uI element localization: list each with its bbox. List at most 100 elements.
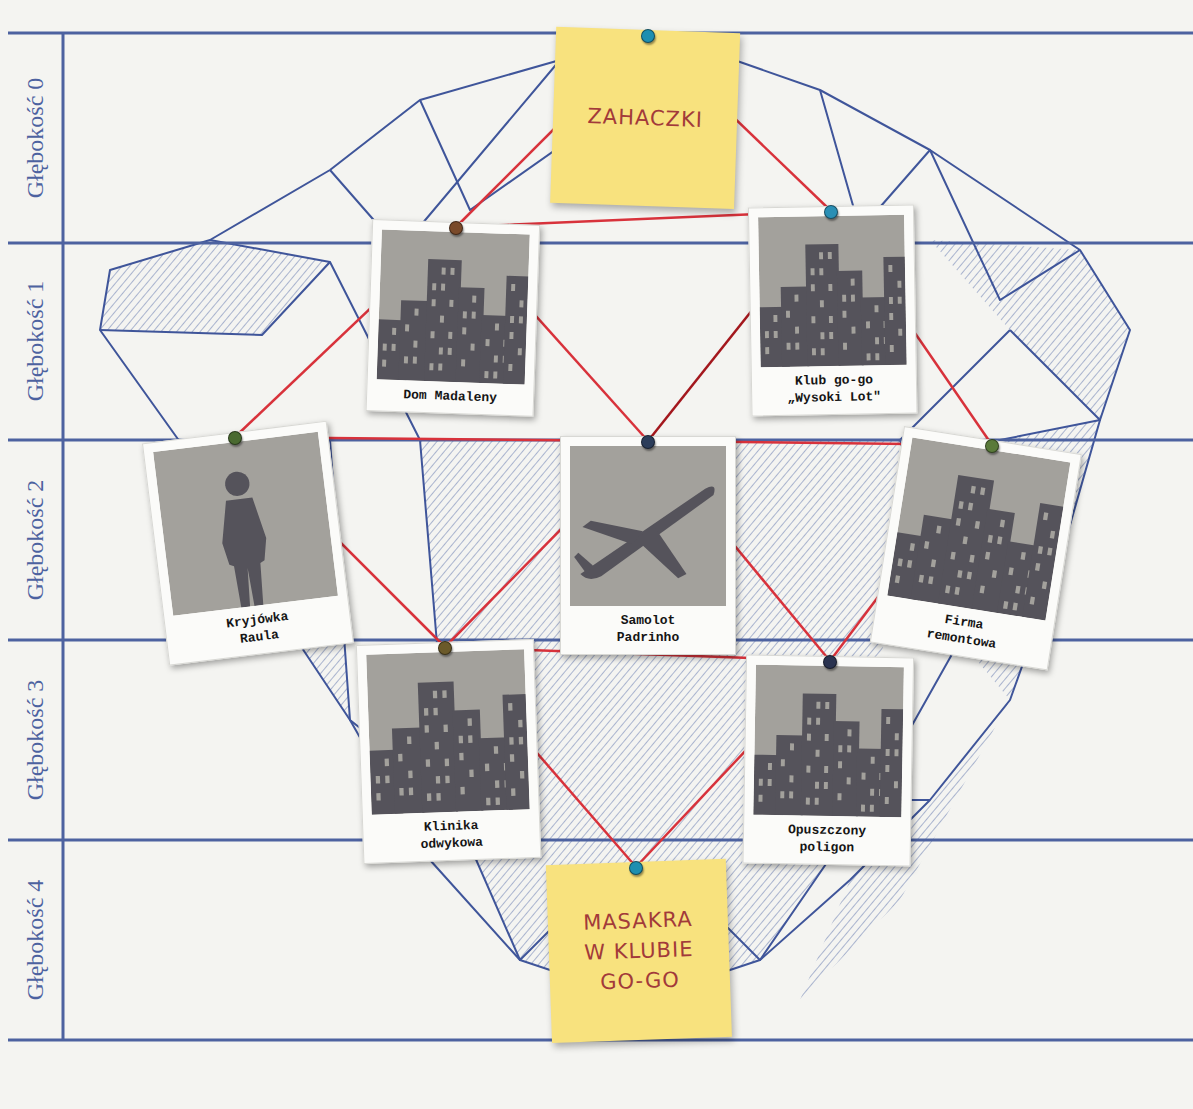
sketch-part (825, 702, 829, 709)
push-pin (985, 439, 999, 453)
push-pin (629, 861, 643, 875)
sketch-part (975, 521, 980, 529)
sketch-part (392, 328, 396, 335)
sketch-part (894, 749, 898, 756)
sketch-part (885, 765, 889, 772)
sketch-part (486, 798, 490, 806)
sketch-part (843, 343, 847, 350)
photo-card: Klub go-go „Wysoki Lot" (748, 206, 914, 415)
sketch-part (806, 766, 810, 773)
note-paper: ZAHACZKI (550, 27, 740, 209)
sketch-part (811, 268, 815, 275)
sketch-part (900, 330, 1100, 440)
push-pin (824, 205, 838, 219)
sketch-part (418, 682, 458, 813)
sketch-part (439, 347, 443, 354)
sketch-part (424, 708, 428, 716)
sketch-part (828, 252, 832, 259)
photo-picture (753, 665, 904, 818)
sketch-part (580, 487, 714, 579)
sketch-part (1003, 601, 1008, 609)
sketch-part (773, 315, 777, 322)
sketch-part (958, 501, 963, 509)
sketch-part (1008, 567, 1013, 575)
sketch-part (887, 437, 1070, 620)
note-paper: MASAKRA W KLUBIE GO-GO (546, 859, 732, 1043)
sketch-part (897, 281, 901, 288)
sketch-part (962, 536, 967, 544)
sketch-part (992, 570, 997, 578)
sketch-part (485, 339, 489, 346)
sketch-part (807, 718, 811, 725)
photo-card: Samolot Padrinho (560, 436, 736, 655)
sketch-part (1030, 597, 1035, 605)
note-text: MASAKRA W KLUBIE GO-GO (576, 904, 701, 998)
sketch-part (997, 536, 1002, 544)
sketch-part (467, 718, 471, 726)
sketch-part (503, 276, 528, 385)
sketch-part (366, 649, 529, 814)
sketch-part (889, 313, 893, 320)
sketch-part (898, 329, 902, 336)
sketch-part (801, 694, 837, 817)
photo-caption: Klinika odwykowa (399, 816, 504, 854)
sketch-part (971, 486, 976, 494)
sketch-part (511, 284, 515, 291)
sketch-part (445, 759, 449, 767)
photo-caption: Dom Madaleny (398, 386, 503, 407)
sketch-part (430, 331, 434, 338)
sketch-part (806, 798, 810, 805)
sketch-part (436, 793, 440, 801)
photo-card: Klinika odwykowa (356, 642, 534, 861)
sketch-part (811, 316, 815, 323)
sketch-part (1050, 531, 1055, 539)
sketch-part (442, 690, 446, 698)
sketch-part (820, 300, 824, 307)
sketch-part (448, 332, 452, 339)
depth-label: Głębokość 3 (22, 680, 49, 801)
photo-frame: Opuszczony poligon (742, 655, 914, 867)
push-pin (438, 641, 452, 655)
sketch-part (875, 353, 879, 360)
sketch-part (895, 733, 899, 740)
sketch-part (398, 754, 402, 762)
depth-label: Głębokość 4 (22, 880, 49, 1001)
photo-caption: Opuszczony poligon (775, 821, 880, 857)
sketch-part (1043, 512, 1048, 520)
sketch-part (509, 737, 513, 745)
sketch-part (100, 240, 330, 335)
sketch-part (837, 793, 841, 800)
sketch-part (429, 363, 433, 370)
sketch-part (459, 736, 463, 744)
photo-card: Kryjówka Raula (142, 432, 328, 656)
sketch-part (820, 332, 824, 339)
sketch-part (894, 781, 898, 788)
sketch-part (794, 295, 798, 302)
sketch-part (495, 780, 499, 788)
sketch-part (1022, 503, 1063, 620)
sketch-part (886, 717, 890, 724)
photo-picture (758, 215, 907, 368)
sketch-part (837, 270, 864, 365)
photo-picture (377, 229, 530, 384)
sketch-part (461, 359, 465, 366)
depth-label: Głębokość 0 (22, 78, 49, 199)
sketch-part (494, 746, 498, 754)
sketch-part (985, 552, 990, 560)
sketch-part (969, 555, 974, 563)
sketch-part (838, 761, 842, 768)
sketch-part (861, 773, 865, 780)
sketch-part (898, 297, 902, 304)
depth-label: Głębokość 1 (22, 281, 49, 402)
sketch-part (954, 587, 959, 595)
sketch-part (462, 327, 466, 334)
sketch-part (1020, 552, 1025, 560)
sketch-part (463, 311, 467, 318)
sketch-part (842, 295, 846, 302)
sketch-part (425, 725, 429, 733)
sketch-part (217, 496, 274, 608)
sketch-part (385, 759, 389, 767)
photo-picture (570, 446, 726, 606)
sketch-part (511, 788, 515, 796)
